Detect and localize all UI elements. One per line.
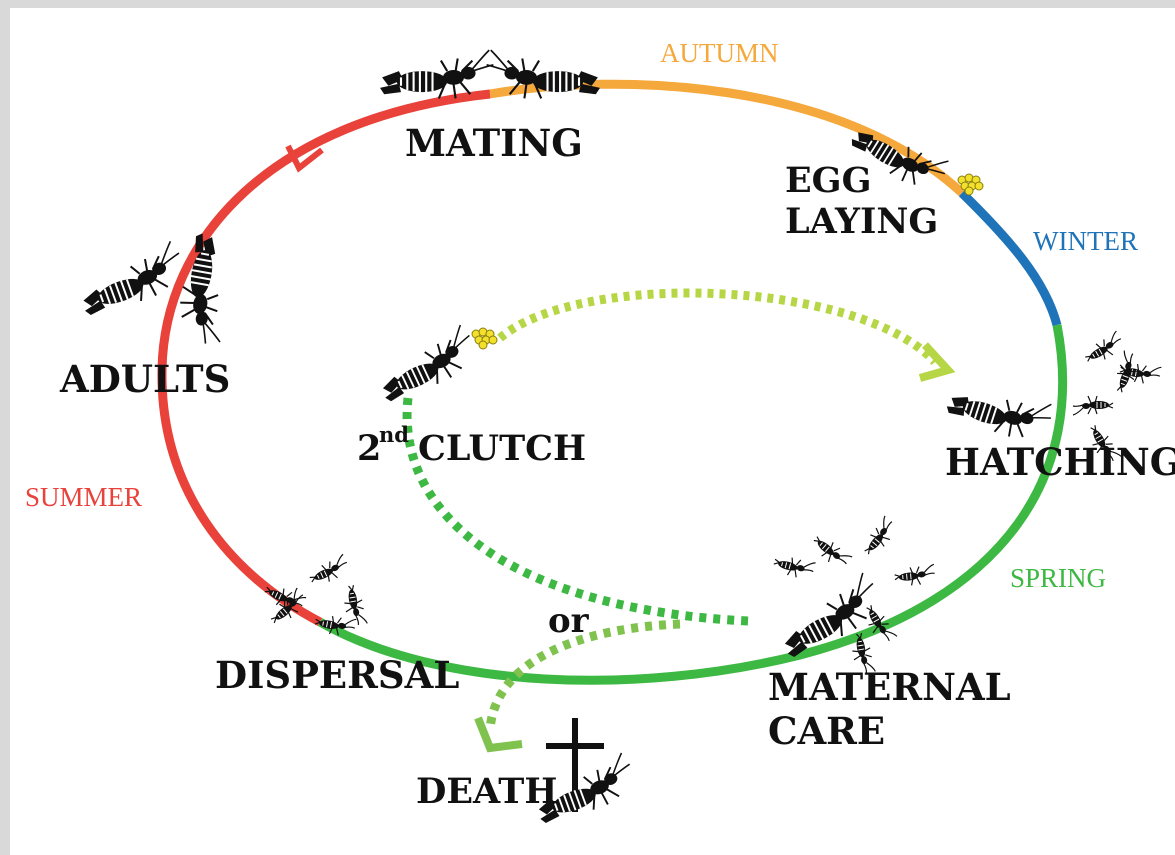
earwig-hatching-icon (944, 374, 1055, 447)
diagram-canvas: MATING EGG LAYING ADULTS 2 nd CLUTCH HAT… (10, 8, 1175, 855)
nymph-dispersal-icon (262, 554, 368, 638)
life-cycle-diagram: MATING EGG LAYING ADULTS 2 nd CLUTCH HAT… (10, 8, 1175, 855)
label-mating: MATING (405, 121, 583, 165)
season-winter: WINTER (1033, 226, 1138, 256)
winter-segment (962, 193, 1057, 325)
label-dispersal: DISPERSAL (215, 653, 459, 697)
label-death: DEATH (416, 771, 557, 812)
label-adults: ADULTS (59, 357, 230, 401)
label-hatching: HATCHING (945, 440, 1175, 484)
second-clutch-arrow (500, 293, 948, 378)
second-clutch-eggs-icon (472, 328, 497, 349)
season-autumn: AUTUMN (660, 38, 779, 68)
label-care: CARE (768, 709, 885, 753)
label-second-clutch-num: 2 (357, 428, 381, 469)
season-spring: SPRING (1010, 563, 1106, 593)
death-arrow (478, 624, 680, 748)
label-laying-line2: LAYING (785, 201, 938, 242)
season-summer: SUMMER (25, 482, 142, 512)
label-second-clutch-word: CLUTCH (418, 428, 586, 469)
label-or: or (548, 601, 590, 641)
label-second-clutch-sup: nd (379, 422, 409, 447)
label-maternal: MATERNAL (768, 665, 1011, 709)
earwig-adult-pair-icon (73, 232, 238, 346)
label-egg-line1: EGG (785, 160, 871, 201)
season-cycle-ring (162, 84, 1063, 680)
earwig-second-clutch-icon (371, 323, 482, 406)
